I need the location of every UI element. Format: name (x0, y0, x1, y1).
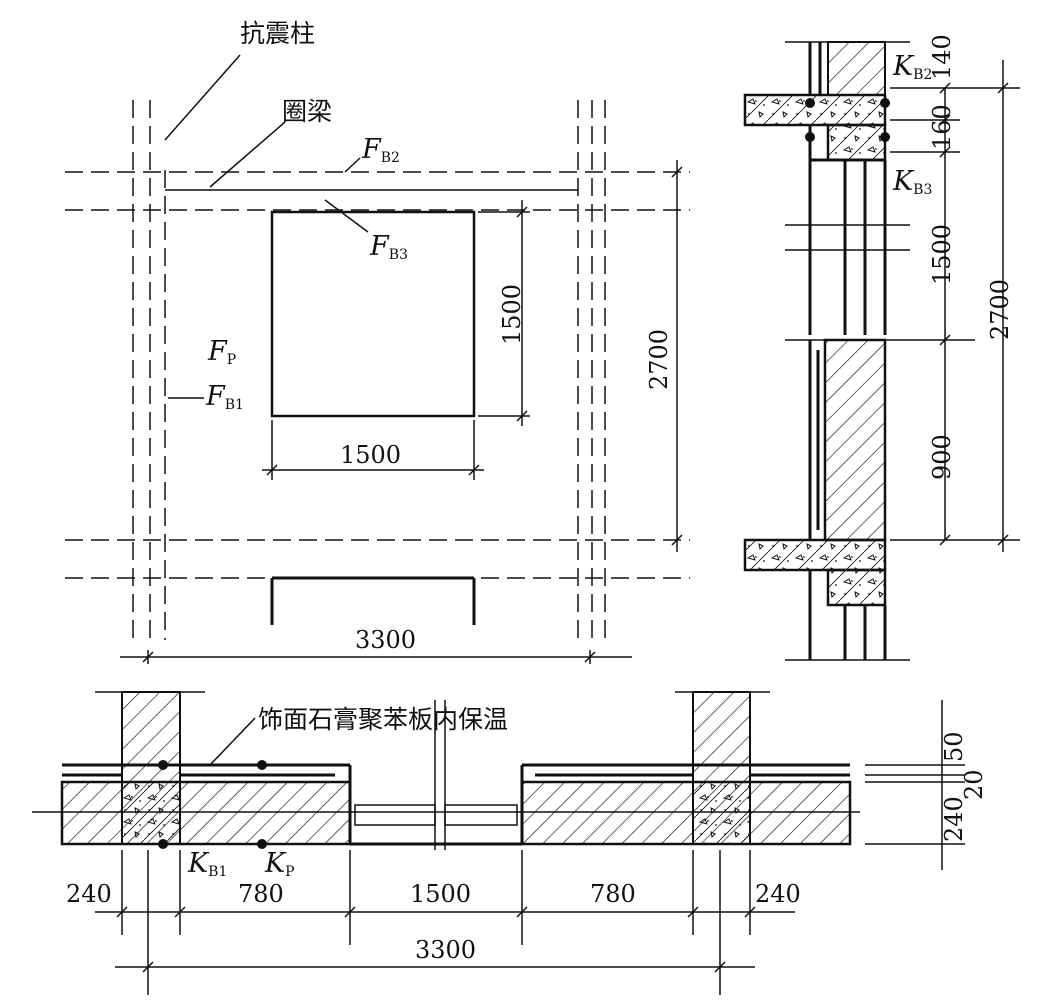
label-insulation: 饰面石膏聚苯板内保温 (258, 705, 508, 734)
label-F-B2: FB2 (361, 134, 400, 166)
dim-50: 50 (940, 731, 968, 762)
dim-160: 160 (928, 104, 956, 150)
dim-20: 20 (960, 769, 988, 800)
label-F-B3: FB3 (369, 231, 408, 263)
dim-2700-section: 2700 (986, 279, 1014, 340)
label-K-B3: KB3 (892, 166, 932, 198)
label-K-B1: KB1 (187, 848, 227, 880)
label-K-P: KP (264, 848, 295, 880)
dim-140: 140 (928, 34, 956, 80)
plan-view: 饰面石膏聚苯板内保温 KB1 KP 240 780 1500 780 240 3… (32, 691, 988, 995)
elevation-view: 3300 1500 1500 2700 抗震柱 圈梁 FB2 FB3 FP FB… (65, 19, 690, 664)
dim-1500-plan: 1500 (410, 880, 471, 908)
label-K-B2: KB2 (892, 51, 932, 83)
dim-240-thickness: 240 (940, 796, 968, 842)
section-view: 140 160 1500 900 2700 KB2 KB3 (743, 34, 1020, 661)
dim-240-left: 240 (66, 880, 112, 908)
dim-1500-window-height: 1500 (498, 284, 526, 345)
dim-780-right: 780 (590, 880, 636, 908)
dim-240-right: 240 (755, 880, 801, 908)
window-opening (270, 210, 476, 418)
dim-900: 900 (928, 434, 956, 480)
dim-3300-elevation: 3300 (355, 626, 416, 654)
dim-1500-section: 1500 (928, 224, 956, 285)
dim-780-left: 780 (238, 880, 284, 908)
dim-3300-plan: 3300 (415, 936, 476, 964)
label-seismic-column: 抗震柱 (240, 19, 315, 48)
label-F-B1: FB1 (205, 381, 244, 413)
label-ring-beam: 圈梁 (282, 97, 332, 126)
label-F-P: FP (207, 336, 236, 368)
dim-2700-elevation: 2700 (645, 329, 673, 390)
dim-1500-window-width: 1500 (340, 441, 401, 469)
